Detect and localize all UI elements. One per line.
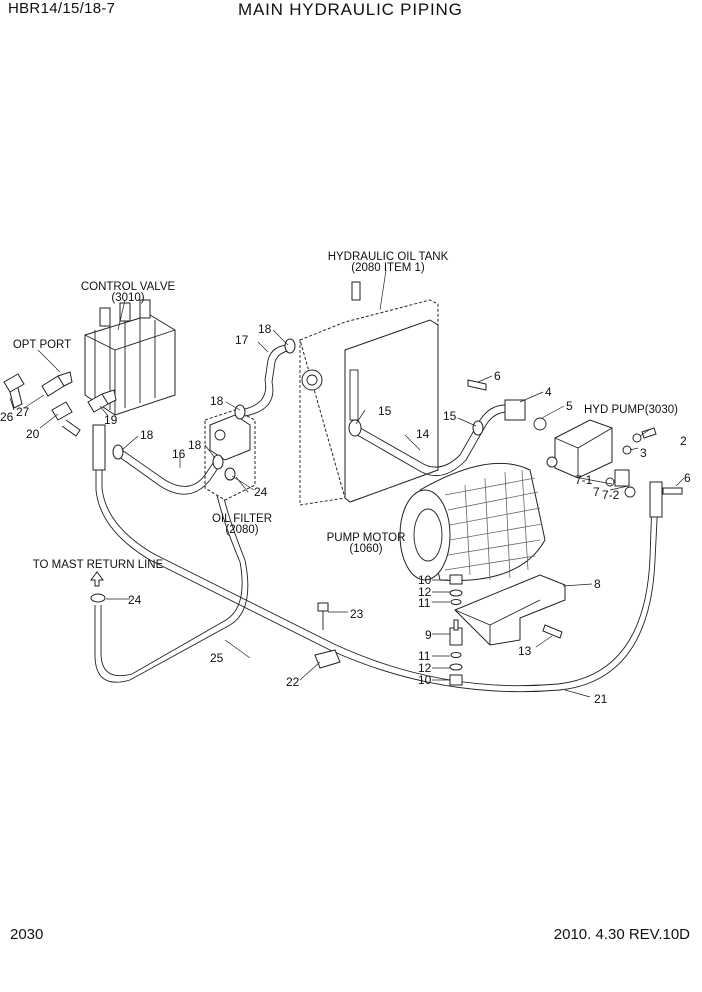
part-number: 9: [425, 628, 432, 642]
hyd-pump-drawing: [467, 379, 683, 498]
part-number: 15: [443, 409, 457, 423]
oil-filter-drawing: [204, 409, 256, 501]
part-number: 7: [593, 485, 600, 499]
part-number: 27: [16, 405, 30, 419]
part-number: 8: [594, 577, 601, 591]
part-number: 12: [418, 585, 432, 599]
hose-16: [117, 449, 221, 495]
model-code: HBR14/15/18-7: [8, 0, 116, 17]
callout-control-valve-1: CONTROL VALVE: [81, 281, 176, 293]
callout-hyd-pump: HYD PUMP(3030): [584, 404, 678, 416]
part-number: 17: [235, 333, 249, 347]
part-number: 25: [210, 651, 224, 665]
hose-14: [351, 404, 509, 477]
callout-oil-filter-1: OIL FILTER: [212, 513, 272, 525]
callout-tank-1: HYDRAULIC OIL TANK: [328, 251, 449, 263]
control-valve-drawing: [84, 299, 176, 416]
part-number: 18: [258, 322, 272, 336]
hose-17: [239, 344, 293, 417]
part-number: 3: [640, 446, 647, 460]
pipe-21: [92, 424, 663, 693]
page-number: 2030: [10, 926, 44, 943]
callout-tank-2: (2080 ITEM 1): [351, 262, 425, 274]
part-number: 22: [286, 675, 300, 689]
hydraulic-oil-tank-drawing: [299, 281, 439, 506]
part-number: 11: [418, 596, 431, 610]
revision-date: 2010. 4.30 REV.10D: [553, 926, 690, 943]
part-number: 18: [210, 394, 224, 408]
pipe-25: [90, 479, 249, 683]
part-number: 23: [350, 607, 364, 621]
callout-control-valve-2: (3010): [111, 292, 144, 304]
part-number: 26: [0, 410, 14, 424]
callout-oil-filter-2: (2080): [225, 524, 258, 536]
part-number: 6: [494, 369, 501, 383]
part-number: 24: [254, 485, 268, 499]
callout-mast-return: TO MAST RETURN LINE: [33, 559, 164, 571]
part-number: 12: [418, 661, 432, 675]
fittings-26-27-20-19: [3, 371, 117, 437]
leader-lines: [9, 269, 685, 698]
page-title: MAIN HYDRAULIC PIPING: [238, 0, 463, 19]
part-number: 6: [684, 471, 691, 485]
callout-pump-motor-1: PUMP MOTOR: [327, 532, 406, 544]
part-number: 10: [418, 673, 432, 687]
part-number: 20: [26, 427, 40, 441]
part-number: 24: [128, 593, 142, 607]
part-number: 21: [594, 692, 608, 706]
bracket-8-and-mounts: [449, 574, 566, 686]
part-number: 5: [566, 399, 573, 413]
callout-opt-port: OPT PORT: [13, 339, 71, 351]
part-number: 7-2: [602, 488, 620, 502]
part-number: 15: [378, 404, 392, 418]
part-number: 2: [680, 434, 687, 448]
part-number: 14: [416, 427, 430, 441]
part-number: 18: [140, 428, 154, 442]
part-number: 19: [104, 413, 118, 427]
bolt-23-clamp-22: [314, 602, 341, 669]
part-number: 4: [545, 385, 552, 399]
callout-pump-motor-2: (1060): [349, 543, 382, 555]
up-arrow-icon: [90, 571, 104, 587]
part-number: 18: [188, 438, 202, 452]
part-number: 11: [418, 649, 431, 663]
part-number: 10: [418, 573, 432, 587]
hose-clamps: [112, 338, 484, 481]
part-number: 7-1: [575, 473, 593, 487]
pump-motor-drawing: [399, 462, 546, 581]
part-number: 13: [518, 644, 532, 658]
part-number: 16: [172, 447, 186, 461]
